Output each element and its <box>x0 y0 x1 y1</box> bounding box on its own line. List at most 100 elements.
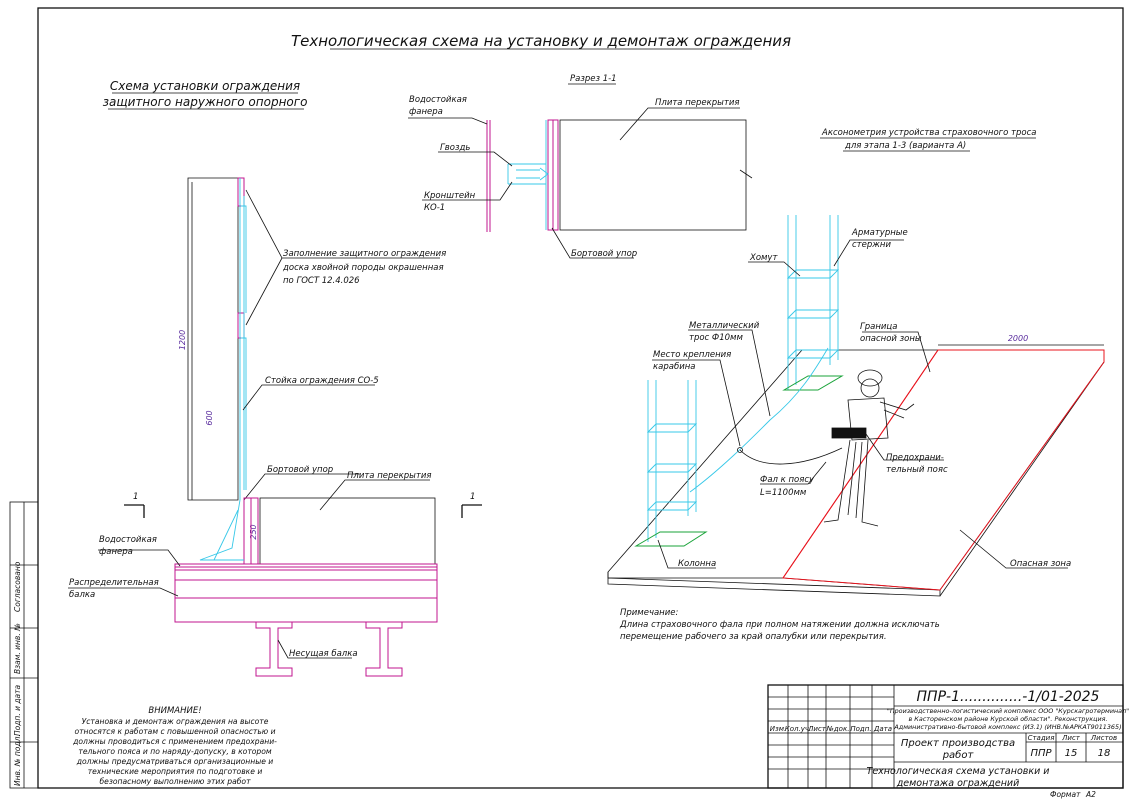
leader-fill <box>245 189 440 259</box>
rebar-label-2: стержни <box>852 240 891 250</box>
worker-arm <box>879 401 915 419</box>
sheets-value: 18 <box>1098 748 1111 759</box>
anchor-label-2: карабина <box>653 362 695 372</box>
dist-beam-label-1: Распределительная <box>69 578 159 588</box>
column-left-rebar <box>647 380 697 542</box>
drawing-title: Технологическая схема на установку и дем… <box>291 32 791 50</box>
axon-floor-edge <box>607 572 941 597</box>
sheet-value: 15 <box>1065 748 1078 759</box>
fill-label-2: доска хвойной породы окрашенная <box>282 263 444 273</box>
side-stamp-agreed: Согласовано <box>13 561 22 612</box>
post-label: Стойка ограждения СО-5 <box>265 376 379 386</box>
leader-column <box>657 539 716 569</box>
section-break <box>739 169 753 179</box>
leader-edge-stop <box>243 473 360 501</box>
note-line-1: Длина страховочного фала при полном натя… <box>619 620 940 630</box>
note-heading: Примечание: <box>620 608 678 618</box>
section-slab-label: Плита перекрытия <box>655 98 739 108</box>
worker-figure <box>823 369 915 527</box>
border-label-1: Граница <box>860 322 897 332</box>
sheet-header: Лист <box>1061 734 1081 742</box>
leader-lanyard <box>760 461 827 485</box>
fence-board-top <box>237 177 245 207</box>
distribution-beam <box>174 569 438 623</box>
warning-line: относятся к работам с повышенной опаснос… <box>74 727 275 736</box>
section-edge-label: Бортовой упор <box>571 249 637 259</box>
sheet-frame <box>37 7 1124 789</box>
warning: ВНИМАНИЕ! Установка и демонтаж ограждени… <box>72 706 277 786</box>
column-left-base <box>634 531 708 547</box>
leader-bearing-beam <box>277 639 352 659</box>
column-right-base <box>782 375 844 391</box>
column-left <box>634 380 708 547</box>
axon-title-1: Аксонометрия устройства страховочного тр… <box>821 128 1036 138</box>
title-block: Изм. Кол.уч. Лист №док. Подп. Дата ППР-1… <box>767 684 1129 799</box>
warning-heading: ВНИМАНИЕ! <box>148 706 201 716</box>
doc-title-2: работ <box>942 749 975 761</box>
worker-helmet <box>857 369 883 387</box>
plywood-label-1: Водостойкая <box>99 535 157 545</box>
leader-danger <box>959 529 1068 569</box>
carabiner-point <box>737 447 743 453</box>
stage-value: ППР <box>1030 748 1052 759</box>
warning-line: должны проводиться с применением предохр… <box>72 737 277 746</box>
drawing-title-2: демонтажа ограждений <box>896 778 1020 789</box>
stage-header: Стадия <box>1028 734 1055 742</box>
side-stamp-inv-repl: Взам. инв. № <box>13 623 22 674</box>
dim-250: 250 <box>249 524 258 539</box>
warning-line: тельного пояса и по наряду-допуску, в ко… <box>78 747 271 756</box>
col-label: Изм. <box>770 725 786 733</box>
leader-slab <box>319 479 430 511</box>
leader-plywood <box>98 549 181 567</box>
safety-rope <box>689 347 829 493</box>
fill-label-1: Заполнение защитного ограждения <box>283 249 446 259</box>
column-right <box>782 215 844 391</box>
side-stamp: Согласовано Взам. инв. № Подп. и дата Ин… <box>9 501 39 789</box>
plywood-label-2: фанера <box>99 547 133 557</box>
drawing-title-1: Технологическая схема установки и <box>867 766 1050 777</box>
col-label: Подп. <box>850 725 871 733</box>
left-scheme: Схема установки ограждения защитного нар… <box>68 79 482 677</box>
dim-2000: 2000 <box>1008 334 1028 343</box>
axonometry: Аксонометрия устройства страховочного тр… <box>607 128 1105 597</box>
dim-600: 600 <box>205 410 214 425</box>
section-leader-slab <box>619 107 740 141</box>
section-slab <box>559 119 747 231</box>
sheets-header: Листов <box>1090 734 1117 742</box>
anchor-label-1: Место крепления <box>653 350 731 360</box>
worker-legs <box>823 439 879 527</box>
bearing-beam-right <box>365 621 403 677</box>
section-bracket-label-1: Кронштейн <box>424 191 476 201</box>
project-line: в Касторенском районе Курской области". … <box>908 715 1107 723</box>
format-label: Формат <box>1050 790 1081 799</box>
note: Примечание: Длина страховочного фала при… <box>619 608 940 642</box>
axon-title-2: для этапа 1-3 (варианта А) <box>844 141 966 151</box>
section-leader-nail <box>438 151 513 167</box>
slab-label: Плита перекрытия <box>347 471 431 481</box>
project-line: "Производственно-логистический комплекс … <box>887 707 1129 715</box>
section-leader-plywood <box>408 117 488 125</box>
doc-title-1: Проект производства <box>901 738 1015 749</box>
belt-label-1: Предохрани- <box>886 453 944 463</box>
warning-line: безопасному выполнению этих работ <box>99 777 251 786</box>
revision-grid <box>768 685 895 788</box>
lanyard-label-2: L=1100мм <box>760 488 807 498</box>
leader-fill-2 <box>245 257 283 326</box>
leader-rope <box>688 329 771 417</box>
leader-dist-beam <box>68 587 179 597</box>
lanyard-label-1: Фал к поясу <box>760 475 815 485</box>
fence-board-middle <box>237 312 245 339</box>
bearing-beam-left <box>255 621 293 677</box>
section-bracket <box>507 163 549 185</box>
col-label: Кол.уч. <box>785 725 811 733</box>
section-title: Разрез 1-1 <box>570 74 617 84</box>
leader-clamp <box>748 261 801 277</box>
section-bracket-label-2: КО-1 <box>424 203 445 213</box>
section-leader-edge <box>551 227 634 259</box>
format-value: А2 <box>1085 790 1096 799</box>
belt-label-2: тельный пояс <box>886 465 948 475</box>
warning-line: Установка и демонтаж ограждения на высот… <box>82 717 269 726</box>
leader-anchor <box>652 359 741 447</box>
worker-head <box>860 378 880 398</box>
